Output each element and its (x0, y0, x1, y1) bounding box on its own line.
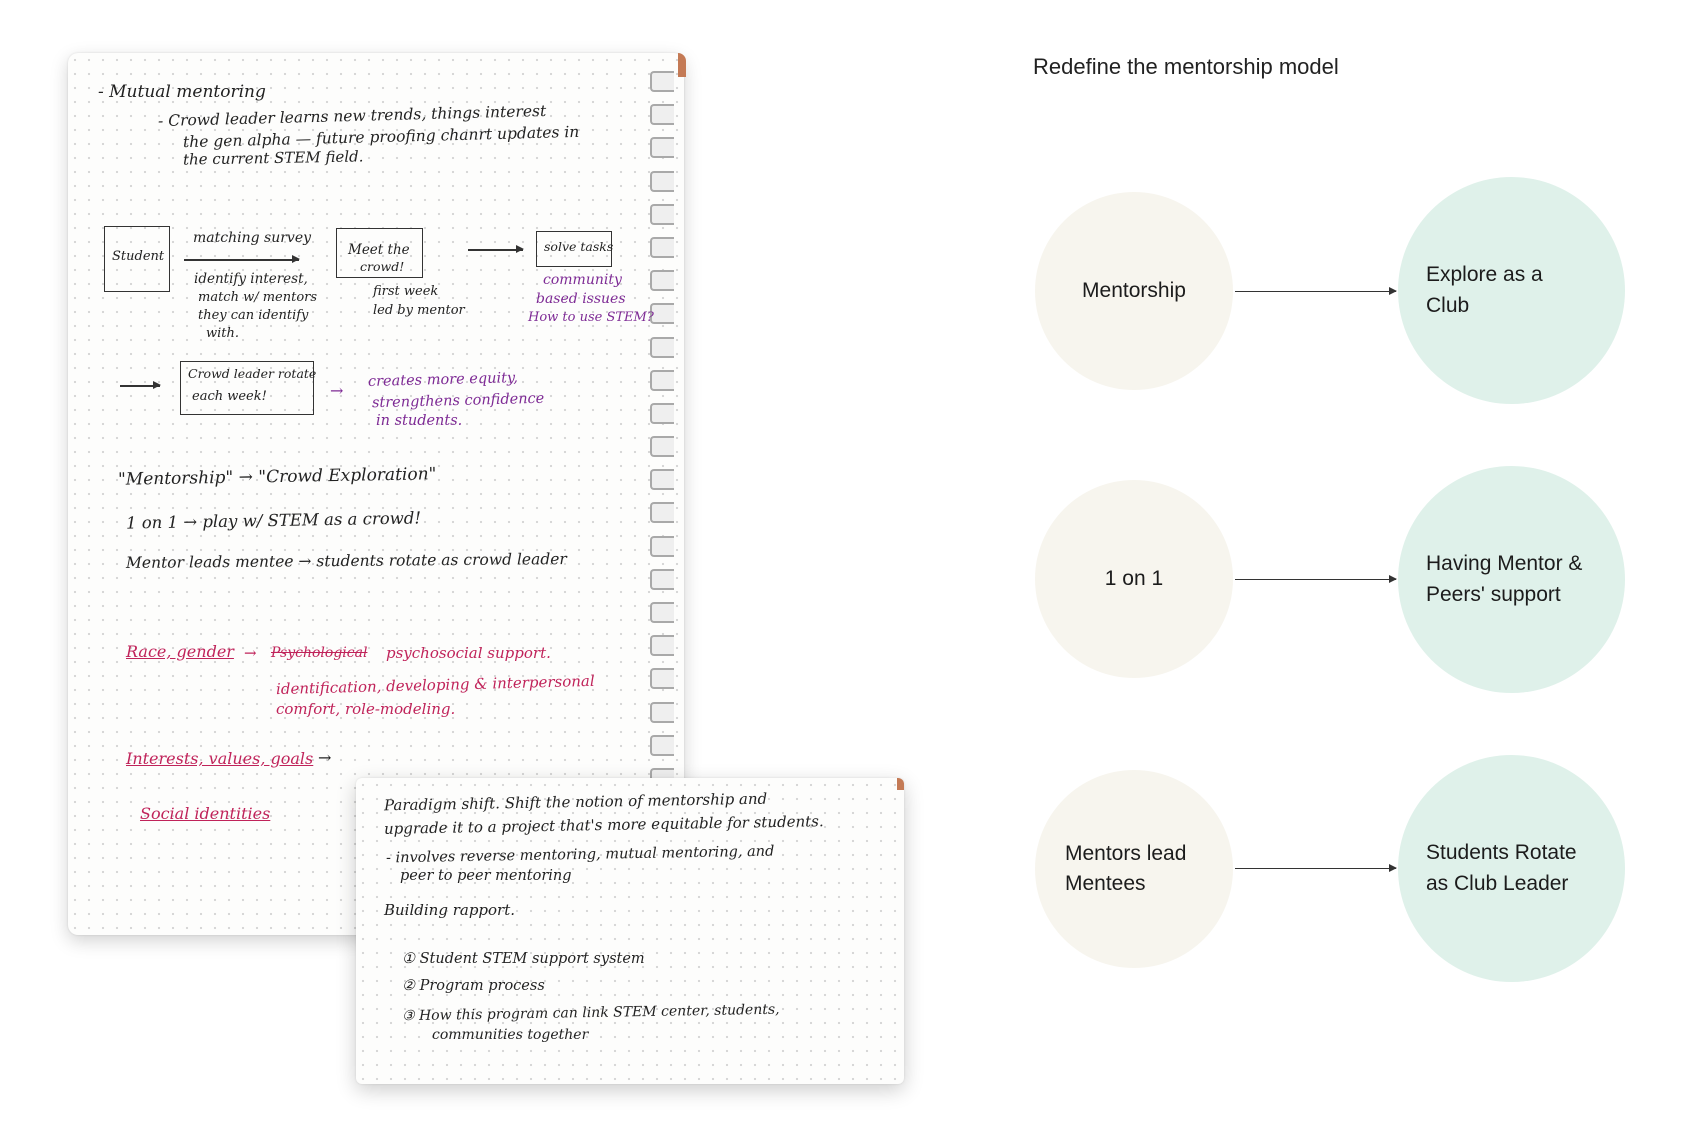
note-text: match w/ mentors (198, 290, 318, 305)
note-text: Social identities (140, 804, 271, 823)
node-label: Explore as a Club (1426, 263, 1543, 317)
note-text: ① Student STEM support system (402, 951, 645, 967)
note-text: 1 on 1 → play w/ STEM as a crowd! (125, 508, 422, 533)
note-text: identify interest, (194, 271, 308, 287)
note-text: community (543, 272, 622, 288)
node-label: Mentors lead Mentees (1065, 841, 1187, 895)
note-text: the current STEM field. (182, 147, 364, 169)
note-text: How to use STEM? (528, 310, 654, 325)
note-text: "Mentorship" → "Crowd Exploration" (117, 464, 437, 490)
note-text: comfort, role-modeling. (276, 700, 456, 718)
note-heading: - Mutual mentoring (98, 82, 266, 102)
flow-arrow (1235, 286, 1397, 297)
note-text: - involves reverse mentoring, mutual men… (385, 843, 775, 867)
note-text: ② Program process (402, 978, 545, 994)
flow-arrow (1235, 863, 1397, 874)
note-text: Meet the (348, 242, 410, 258)
node-students-rotate: Students Rotate as Club Leader (1398, 755, 1625, 982)
note-text: they can identify (198, 308, 309, 323)
flow-arrow (1235, 574, 1397, 585)
note-text: each week! (192, 389, 267, 404)
note-text: with. (206, 326, 240, 341)
note-text: Interests, values, goals (126, 749, 314, 768)
node-mentors-lead-mentees: Mentors lead Mentees (1035, 770, 1233, 968)
note-text: → (318, 748, 332, 767)
note-text: → (330, 381, 344, 400)
note-text: led by mentor (373, 303, 465, 318)
node-1-on-1: 1 on 1 (1035, 480, 1233, 678)
note-text: solve tasks (544, 239, 614, 254)
node-mentor-peers-support: Having Mentor & Peers' support (1398, 466, 1625, 693)
handwritten-notebook-page: - Mutual mentoring - Crowd leader learns… (68, 53, 686, 935)
note-text: Crowd leader rotate (188, 366, 317, 381)
note-text: strengthens confidence (371, 390, 545, 412)
handwritten-note-card: Paradigm shift. Shift the notion of ment… (356, 778, 904, 1084)
sketch-box-solve (536, 231, 612, 267)
node-explore-as-a-club: Explore as a Club (1398, 177, 1625, 404)
note-text: Race, gender (126, 642, 234, 661)
note-text: Paradigm shift. Shift the notion of ment… (383, 789, 768, 815)
node-mentorship: Mentorship (1035, 192, 1233, 390)
note-text: communities together (432, 1027, 589, 1043)
node-label: 1 on 1 (1104, 566, 1164, 590)
note-text: identification, developing & interperson… (275, 671, 595, 699)
note-text: psychosocial support. (386, 644, 551, 662)
note-text: peer to peer mentoring (400, 868, 572, 884)
note-text: Student (112, 249, 165, 264)
note-text: matching survey (193, 230, 312, 246)
sketch-arrow (468, 246, 524, 252)
note-text: → (244, 644, 257, 662)
node-label: Mentorship (1082, 278, 1186, 302)
note-text: in students. (376, 413, 463, 429)
note-text: creates more equity, (367, 370, 519, 390)
note-text: Building rapport. (384, 901, 516, 919)
sketch-arrow (184, 256, 300, 262)
sketch-arrow (120, 382, 161, 388)
node-label: Students Rotate as Club Leader (1426, 841, 1577, 895)
note-text: based issues (536, 291, 626, 307)
note-text: Psychological (271, 645, 368, 661)
note-text: Mentor leads mentee → students rotate as… (125, 550, 567, 572)
note-text: crowd! (360, 259, 405, 274)
note-text: first week (373, 284, 439, 299)
sketch-box-student (104, 226, 170, 292)
node-label: Having Mentor & Peers' support (1426, 552, 1583, 606)
note-text: ③ How this program can link STEM center,… (401, 1001, 780, 1025)
sketch-box-rotate (180, 361, 314, 415)
note-text: upgrade it to a project that's more equi… (383, 812, 824, 838)
diagram-title: Redefine the mentorship model (1033, 54, 1339, 79)
sketch-box-meet (336, 228, 423, 278)
